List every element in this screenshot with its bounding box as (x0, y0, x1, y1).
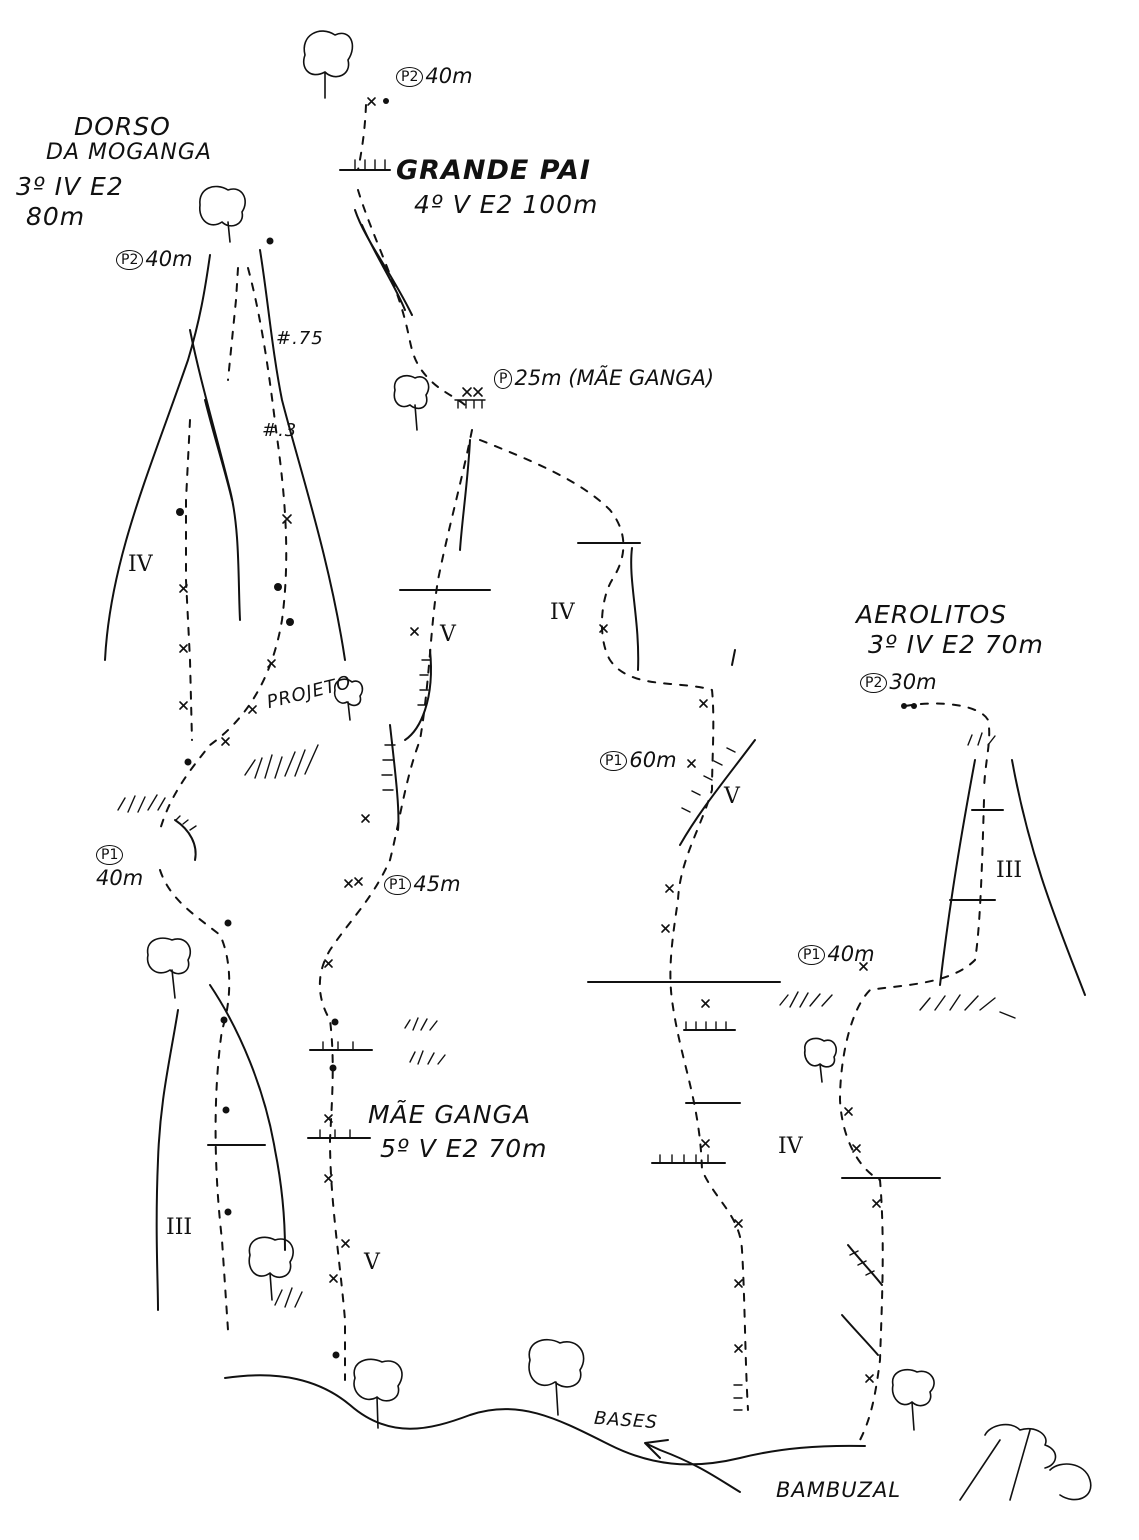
grass-icons (117, 732, 1016, 1308)
mae-ganga-route-upper (318, 429, 473, 1381)
grade-label: V (364, 1250, 380, 1275)
ground-line (224, 1374, 866, 1466)
grade-label: V (724, 784, 740, 809)
dorso-route-2 (159, 267, 288, 831)
grande-pai-title: GRANDE PAI (396, 155, 591, 186)
grade-label: III (996, 858, 1023, 883)
mae-ganga-wall-1 (404, 649, 432, 741)
dorso-pillar-right (259, 249, 346, 661)
belay-text: 40m (145, 247, 193, 271)
grande-pai-crack-2 (361, 224, 406, 311)
grande-pai-route (357, 189, 471, 411)
dorso-route-1 (227, 267, 239, 381)
dorso-crack-2 (204, 399, 233, 501)
grade-label: IV (778, 1134, 803, 1159)
belay-tag: P2 (396, 67, 424, 87)
belay-tag: P (494, 369, 513, 389)
dorso-length: 80m (26, 202, 86, 231)
aerolitos-left (939, 759, 976, 986)
belay-text: 30m (889, 670, 937, 694)
aerolitos-wall (847, 1244, 883, 1286)
aerolitos-wall-2 (841, 1314, 879, 1356)
dorso-pillar-left (104, 254, 211, 661)
mae-ganga-wall-2 (389, 724, 400, 831)
belay-tag: P1 (384, 875, 412, 895)
grande-pai-crack (354, 209, 413, 316)
bambuzal-label: BAMBUZAL (776, 1478, 902, 1502)
traverse-route (479, 439, 749, 1411)
bases-label: BASES (593, 1407, 659, 1434)
mae-ganga-title: MÃE GANGA (368, 1100, 532, 1129)
dorso-lower-wall (209, 984, 286, 1251)
belay-text: 45m (413, 872, 461, 896)
dorso-route-3 (185, 419, 193, 741)
grande-pai-grade: 4º V E2 100m (414, 190, 599, 219)
grande-pai-wall-2 (679, 739, 756, 846)
grade-label: IV (550, 600, 575, 625)
belay-text: 40m (827, 942, 875, 966)
grade-label: V (440, 622, 456, 647)
dorso-lower-wall-left (155, 1009, 179, 1311)
bolt-markers (176, 98, 917, 1359)
belay-tag: P2 (860, 673, 888, 693)
cam-size-label: #.3 (262, 420, 298, 441)
grande-pai-wall (731, 649, 736, 666)
mae-ganga-right-edge (459, 439, 471, 551)
aerolitos-route-mid (839, 799, 985, 1441)
cam-size-label: #.75 (276, 328, 324, 349)
piton-x-marks (179, 97, 881, 1383)
belay-text: 25m (MÃE GANGA) (514, 366, 715, 390)
tree-icons (146, 30, 1092, 1501)
aerolitos-title: AEROLITOS (856, 600, 1008, 629)
grande-pai-crack-3 (630, 547, 640, 671)
aerolitos-route-top (904, 702, 991, 791)
grande-pai-top (357, 104, 367, 171)
dorso-crack (189, 329, 241, 621)
belay-tag: P1 (96, 845, 124, 865)
aerolitos-grade: 3º IV E2 70m (868, 630, 1044, 659)
grade-label: III (166, 1215, 193, 1240)
aerolitos-right (1011, 759, 1086, 996)
belay-text: 40m (96, 866, 144, 890)
belay-text: 60m (629, 748, 677, 772)
dorso-overhang (174, 819, 197, 861)
grade-label: IV (128, 552, 153, 577)
belay-text: 40m (425, 64, 473, 88)
ledge-hatching (175, 159, 875, 1411)
bases-arrow (644, 1439, 741, 1493)
dorso-title-line1: DORSO (74, 112, 171, 141)
dorso-title-line2: DA MOGANGA (46, 140, 212, 165)
dorso-grade: 3º IV E2 (16, 172, 124, 201)
belay-tag: P2 (116, 250, 144, 270)
belay-tag: P1 (798, 945, 826, 965)
mae-ganga-grade: 5º V E2 70m (380, 1134, 548, 1163)
belay-tag: P1 (600, 751, 628, 771)
